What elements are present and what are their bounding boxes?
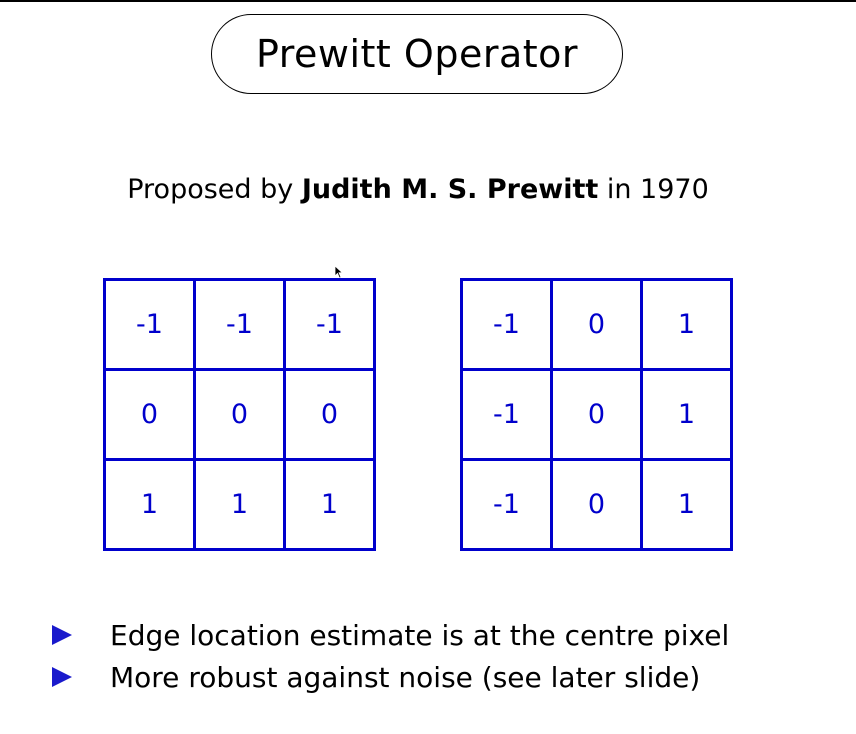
- mouse-pointer-icon: [334, 265, 344, 279]
- kernel-cell: 0: [193, 368, 286, 461]
- kernel-cell: 0: [283, 368, 376, 461]
- kernel-cell: 1: [193, 458, 286, 551]
- bullet-list: Edge location estimate is at the centre …: [50, 614, 729, 698]
- kernel-cell: 0: [550, 458, 643, 551]
- kernel-row: -1 0 1: [460, 458, 733, 551]
- kernel-cell: 1: [103, 458, 196, 551]
- top-rule: [0, 0, 856, 2]
- kernel-row: -1 -1 -1: [103, 278, 376, 371]
- kernel-cell: 0: [103, 368, 196, 461]
- kernel-cell: -1: [460, 368, 553, 461]
- slide-title-box: Prewitt Operator: [211, 14, 623, 94]
- kernel-cell: 0: [550, 278, 643, 371]
- kernel-matrix-horizontal: -1 -1 -1 0 0 0 1 1 1: [103, 278, 376, 551]
- kernel-cell: 1: [283, 458, 376, 551]
- kernel-row: -1 0 1: [460, 368, 733, 461]
- bullet-text: More robust against noise (see later sli…: [110, 660, 701, 694]
- bullet-item: More robust against noise (see later sli…: [50, 656, 729, 698]
- bullet-text: Edge location estimate is at the centre …: [110, 618, 730, 652]
- kernel-cell: 1: [640, 278, 733, 371]
- kernel-row: -1 0 1: [460, 278, 733, 371]
- kernel-row: 1 1 1: [103, 458, 376, 551]
- kernel-cell: 1: [640, 368, 733, 461]
- kernel-row: 0 0 0: [103, 368, 376, 461]
- kernel-cell: -1: [460, 458, 553, 551]
- bullet-item: Edge location estimate is at the centre …: [50, 614, 729, 656]
- triangle-right-icon: [52, 667, 72, 687]
- kernel-cell: 0: [550, 368, 643, 461]
- kernel-cell: -1: [460, 278, 553, 371]
- kernel-matrix-vertical: -1 0 1 -1 0 1 -1 0 1: [460, 278, 733, 551]
- kernel-cell: -1: [193, 278, 286, 371]
- triangle-right-icon: [52, 625, 72, 645]
- subtitle-suffix: in 1970: [598, 174, 709, 205]
- kernel-cell: 1: [640, 458, 733, 551]
- subtitle: Proposed by Judith M. S. Prewitt in 1970: [0, 174, 836, 205]
- kernel-cell: -1: [283, 278, 376, 371]
- kernel-cell: -1: [103, 278, 196, 371]
- subtitle-prefix: Proposed by: [127, 174, 302, 205]
- slide-title: Prewitt Operator: [255, 32, 579, 76]
- subtitle-author: Judith M. S. Prewitt: [301, 174, 599, 205]
